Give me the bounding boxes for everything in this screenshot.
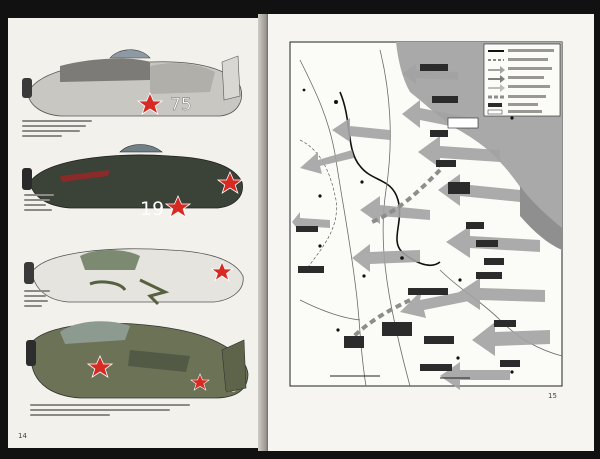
red-star-icon: [136, 92, 164, 115]
aircraft-illustration-4: 10: [26, 321, 249, 399]
tail-number: 75: [170, 95, 192, 115]
page-number-right: 15: [548, 392, 557, 400]
aircraft-illustration-3: [24, 248, 244, 306]
red-star-icon: [164, 195, 192, 218]
aircraft-illustration-1: 75: [22, 49, 242, 117]
red-star-icon: [216, 171, 244, 194]
unit-labels: [296, 64, 520, 371]
red-star-icon: [86, 355, 114, 378]
caption-text-1: [22, 120, 92, 140]
aircraft-illustration-2: 19: [22, 144, 244, 220]
caption-text-2: [24, 194, 94, 214]
red-star-icon: [210, 260, 234, 282]
caption-text-4: [30, 404, 190, 419]
page-number-left: 14: [18, 432, 27, 440]
caption-text-3: [24, 290, 94, 310]
tail-number: 19: [140, 198, 164, 220]
red-star-icon: [190, 373, 210, 391]
map-legend: [483, 43, 561, 117]
